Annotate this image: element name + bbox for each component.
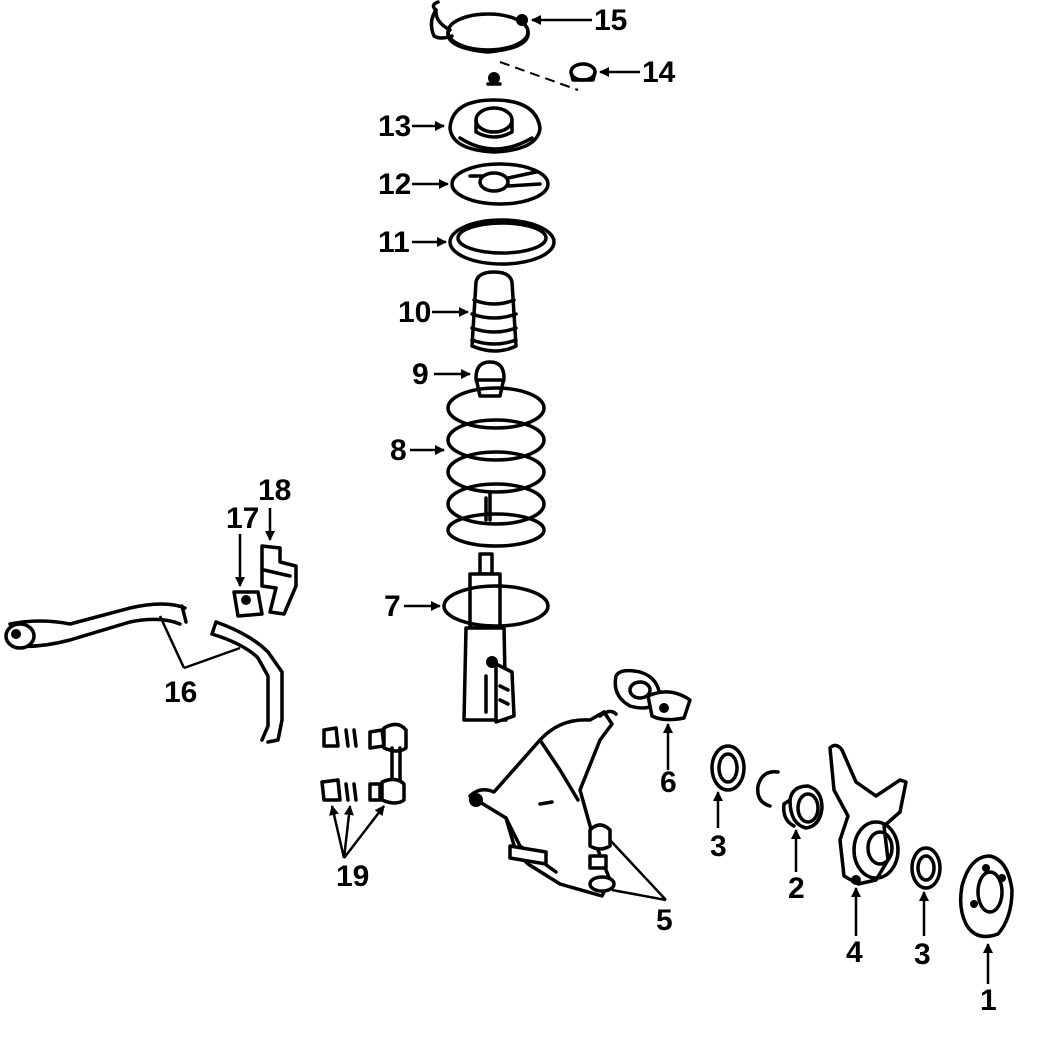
callout-6: 6 [660,766,677,799]
callout-19: 19 [336,860,369,893]
callout-3-inner: 3 [710,830,727,863]
part-3-seal-inner [710,744,746,792]
callout-12: 12 [378,168,411,201]
part-3-seal-outer [910,846,942,890]
callout-1: 1 [980,984,997,1017]
callout-10: 10 [398,296,431,329]
part-12-spring-seat [450,162,550,206]
part-17-bushing [232,590,264,618]
callout-11: 11 [378,226,410,259]
part-15-strut-cap [429,0,530,54]
part-10-boot [470,270,518,353]
callout-8: 8 [390,434,407,467]
part-14-nut [486,61,597,91]
part-18-bracket [260,544,298,616]
part-11-insulator [448,218,556,266]
callout-18: 18 [258,474,291,507]
callout-13: 13 [378,110,411,143]
snap-ring [756,770,780,808]
part-1-hub [958,854,1014,939]
part-19-stabilizer-link [320,722,408,805]
part-2-wheel-bearing [781,784,824,830]
callout-15: 15 [594,4,627,37]
part-8-coil-spring [446,386,546,548]
leader-lines [158,15,993,984]
callout-3-outer: 3 [914,938,931,971]
part-7-strut [442,552,550,724]
part-4-steering-knuckle [828,743,908,886]
callout-9: 9 [412,358,429,391]
part-13-strut-mount [448,98,542,154]
callout-4: 4 [846,936,863,969]
callout-16: 16 [164,676,197,709]
part-6-rear-bushing [613,668,692,722]
callout-14: 14 [642,56,676,89]
part-9-bump-stop [474,360,506,398]
part-5-ball-joint [588,823,616,893]
callout-5: 5 [656,904,673,937]
part-16-stabilizer-bar [4,602,284,744]
callout-2: 2 [788,872,805,905]
callout-7: 7 [384,590,401,623]
callout-17: 17 [226,502,259,535]
